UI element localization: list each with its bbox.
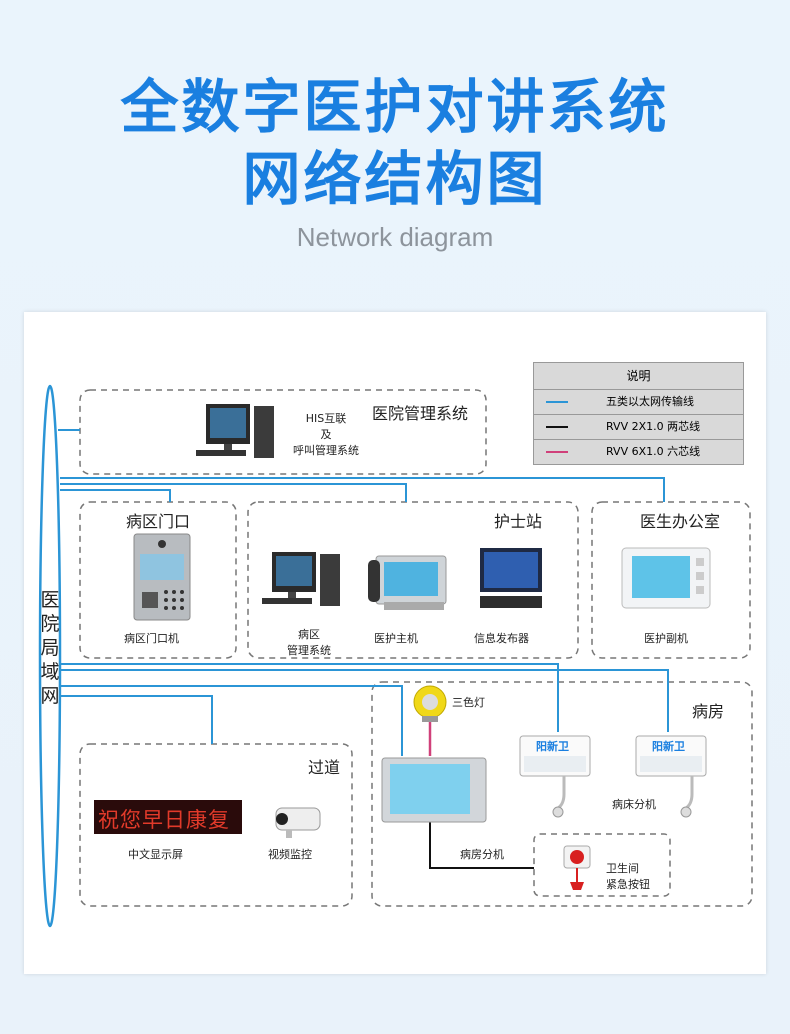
link-bed-unit-2 bbox=[60, 669, 669, 732]
led-display-text: 祝您早日康复 bbox=[98, 808, 230, 832]
link-corridor bbox=[60, 695, 213, 744]
ward-mgmt-label-line1: 病区 bbox=[298, 628, 320, 641]
doctor-sub-label: 医护副机 bbox=[644, 632, 688, 645]
doctor-sub-station-icon bbox=[621, 547, 711, 609]
hospital-mgmt-box bbox=[79, 389, 487, 475]
ward-room-unit-icon bbox=[381, 757, 487, 823]
legend-label-ethernet: 五类以太网传输线 bbox=[606, 395, 694, 408]
page-title-line1: 全数字医护对讲系统 bbox=[120, 73, 670, 141]
his-label-line3: 呼叫管理系统 bbox=[293, 444, 359, 457]
camera-icon bbox=[275, 807, 321, 838]
link-nurse-station bbox=[60, 483, 407, 502]
page-subtitle: Network diagram bbox=[296, 222, 494, 252]
ward-mgmt-label-line2: 管理系统 bbox=[287, 644, 331, 657]
ward-door-box bbox=[79, 501, 237, 659]
led-display-label: 中文显示屏 bbox=[128, 848, 183, 861]
bed-unit-label: 病床分机 bbox=[612, 798, 656, 811]
ward-title: 病房 bbox=[692, 702, 725, 721]
legend: 说明 五类以太网传输线 RVV 2X1.0 两芯线 RVV 6X1.0 六芯线 bbox=[533, 362, 744, 465]
his-label-line2: 及 bbox=[320, 428, 332, 441]
corridor-title: 过道 bbox=[308, 758, 341, 777]
bathroom-label-line1: 卫生间 bbox=[606, 862, 639, 875]
doctor-office-title: 医生办公室 bbox=[640, 512, 721, 531]
link-room-unit bbox=[60, 685, 403, 756]
info-publisher-label: 信息发布器 bbox=[474, 632, 529, 645]
emergency-button-icon bbox=[563, 845, 591, 890]
legend-item-ethernet: 五类以太网传输线 bbox=[534, 390, 743, 415]
bed-unit-1-icon bbox=[519, 735, 591, 818]
bathroom-label-line2: 紧急按钮 bbox=[606, 878, 650, 891]
link-bathroom-button bbox=[429, 822, 534, 869]
legend-item-6core: RVV 6X1.0 六芯线 bbox=[534, 440, 743, 464]
network-diagram-panel: 说明 五类以太网传输线 RVV 2X1.0 两芯线 RVV 6X1.0 六芯线 … bbox=[24, 312, 766, 974]
legend-label-2core: RVV 2X1.0 两芯线 bbox=[606, 420, 701, 433]
nurse-station-title: 护士站 bbox=[494, 512, 543, 531]
bathroom-box bbox=[533, 833, 671, 897]
diagram-canvas bbox=[38, 384, 753, 928]
link-ward-door bbox=[60, 489, 171, 502]
doctor-office-box bbox=[591, 501, 751, 659]
camera-label: 视频监控 bbox=[268, 848, 312, 861]
bed-screen-text-1: 阳新卫 bbox=[536, 740, 569, 753]
tri-lamp-label: 三色灯 bbox=[452, 696, 485, 709]
his-label-line1: HIS互联 bbox=[305, 412, 347, 425]
ward-mgmt-computer-icon bbox=[262, 552, 340, 606]
room-unit-label: 病房分机 bbox=[460, 848, 504, 861]
his-computer-icon bbox=[196, 404, 274, 458]
info-publisher-icon bbox=[480, 548, 542, 608]
hospital-mgmt-title: 医院管理系统 bbox=[372, 404, 469, 423]
link-doctor-office bbox=[60, 477, 665, 502]
lan-label: 医院局域网 bbox=[40, 589, 60, 707]
ward-door-unit-label: 病区门口机 bbox=[124, 632, 179, 645]
nurse-station-box bbox=[247, 501, 579, 659]
tri-color-lamp-icon bbox=[413, 685, 447, 722]
bed-unit-2-icon bbox=[635, 735, 707, 818]
link-bed-unit-1 bbox=[60, 663, 559, 732]
page-title-line2: 网络结构图 bbox=[242, 145, 548, 213]
nurse-master-station-icon bbox=[368, 555, 447, 610]
ward-door-unit-icon bbox=[133, 533, 191, 621]
lan-backbone bbox=[38, 384, 62, 928]
legend-label-6core: RVV 6X1.0 六芯线 bbox=[606, 445, 701, 458]
legend-swatch-ethernet bbox=[546, 401, 568, 403]
legend-swatch-2core bbox=[546, 426, 568, 428]
legend-swatch-6core bbox=[546, 451, 568, 453]
legend-title: 说明 bbox=[534, 363, 743, 390]
bed-screen-text-2: 阳新卫 bbox=[652, 740, 685, 753]
ward-door-title: 病区门口 bbox=[126, 512, 191, 531]
legend-item-2core: RVV 2X1.0 两芯线 bbox=[534, 415, 743, 440]
nurse-master-label: 医护主机 bbox=[374, 632, 418, 645]
corridor-box bbox=[79, 743, 353, 907]
led-display-icon bbox=[94, 800, 242, 834]
ward-box bbox=[371, 681, 753, 907]
